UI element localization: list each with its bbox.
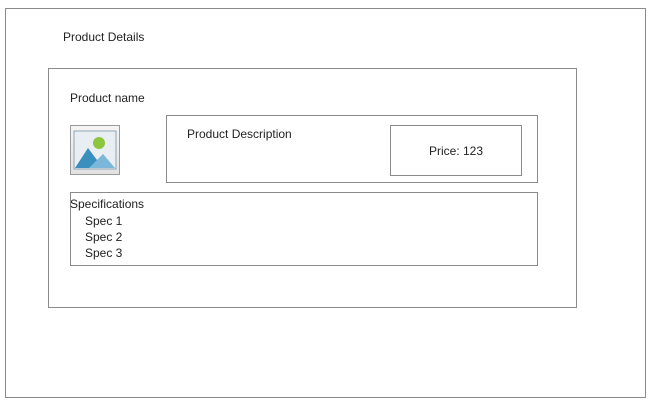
spec-item: Spec 3 (85, 246, 123, 260)
description-box (166, 115, 538, 183)
price-box: Price: 123 (390, 125, 522, 176)
page-title: Product Details (63, 30, 145, 44)
spec-item: Spec 2 (85, 230, 123, 244)
specifications-title: Specifications (70, 197, 145, 211)
page-frame (5, 8, 646, 398)
spec-item: Spec 1 (85, 214, 123, 228)
product-name-label: Product name (70, 91, 145, 105)
price-label: Price: 123 (428, 143, 484, 158)
image-placeholder-icon (73, 130, 117, 170)
product-card (48, 68, 577, 308)
product-description-label: Product Description (187, 127, 292, 141)
specifications-box (70, 192, 538, 266)
specifications-list: Spec 1 Spec 2 Spec 3 (85, 213, 122, 261)
product-image[interactable] (70, 125, 120, 175)
